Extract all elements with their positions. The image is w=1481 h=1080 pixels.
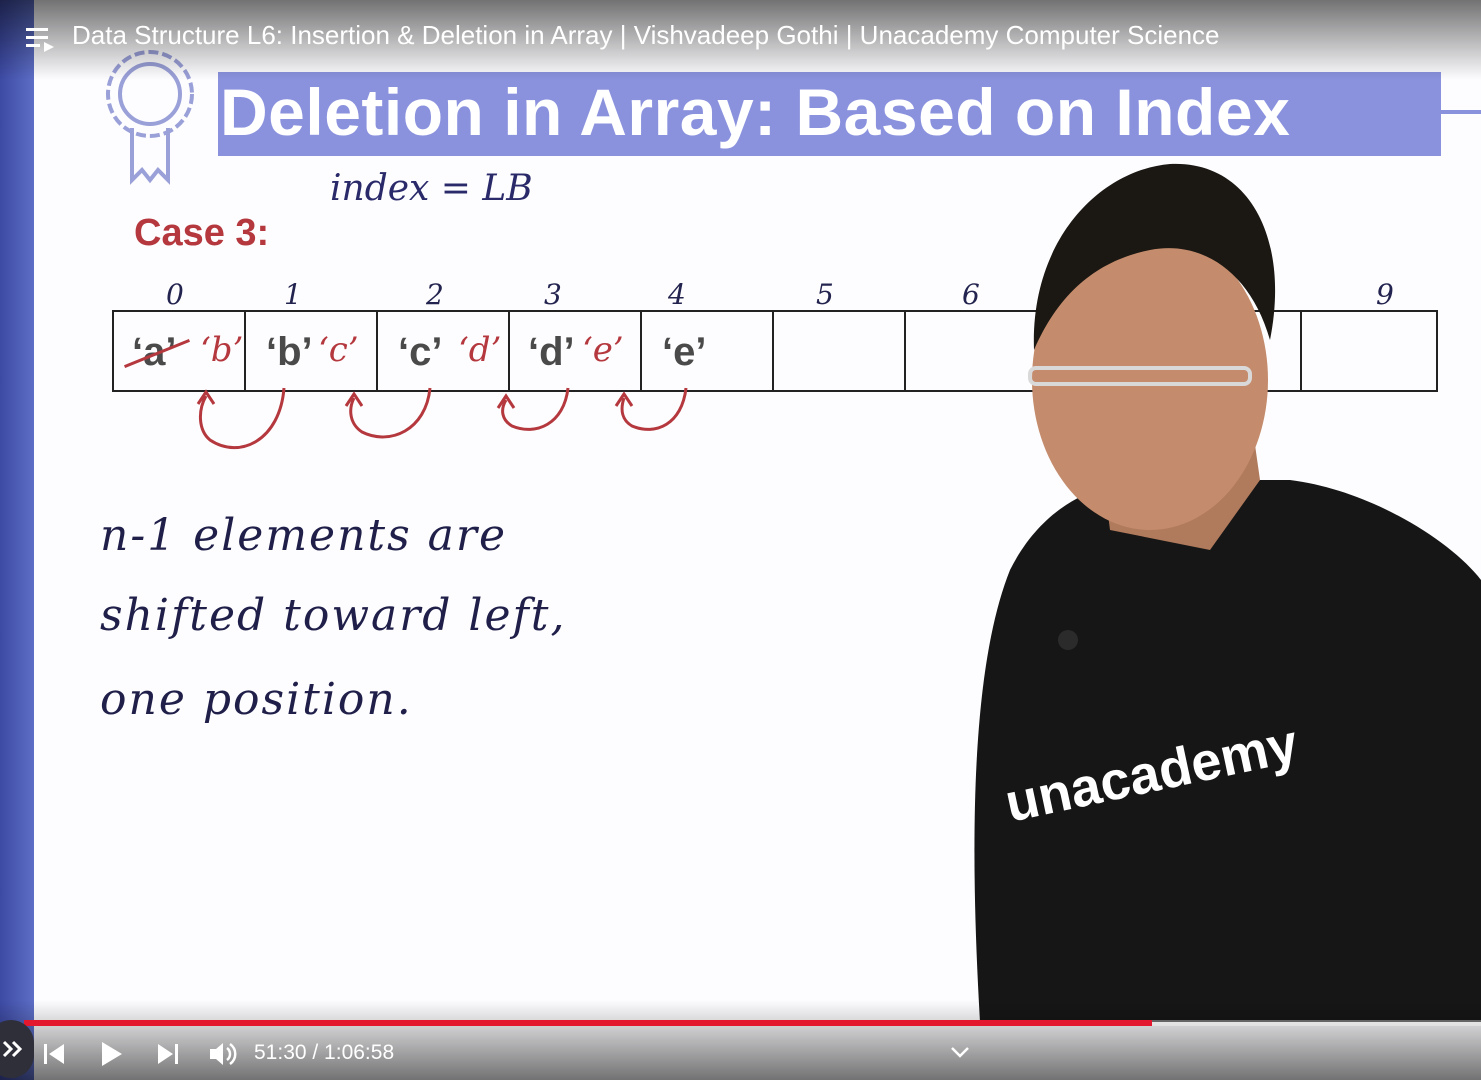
- cell-original-value: ‘e’: [662, 330, 707, 374]
- presenter-figure: unacademy: [974, 163, 1481, 1022]
- array-index: 2: [426, 278, 444, 311]
- note-line: one position.: [100, 674, 413, 725]
- array-index: 3: [544, 278, 562, 311]
- array-cell: ‘e’: [642, 312, 774, 390]
- shift-arrow: [349, 387, 432, 439]
- title-rule: [1441, 110, 1481, 114]
- array-cell: ‘a’ ‘b’: [114, 312, 246, 390]
- array-cell: ‘b’ ‘c’: [246, 312, 378, 390]
- cell-original-value: ‘d’: [528, 330, 575, 374]
- shift-arrow: [199, 387, 286, 450]
- slide-title-background: [218, 72, 1441, 156]
- array-index: 5: [816, 278, 834, 311]
- shift-arrow: [501, 387, 570, 431]
- case-label: Case 3:: [134, 212, 270, 254]
- shift-arrows: [196, 387, 688, 450]
- video-title[interactable]: Data Structure L6: Insertion & Deletion …: [72, 20, 1220, 50]
- progress-bar[interactable]: [24, 1020, 1481, 1026]
- array-cell: ‘d’ ‘e’: [510, 312, 642, 390]
- player-controls: [0, 1000, 1481, 1080]
- cell-shifted-value: ‘d’: [458, 330, 502, 370]
- array-cell: ‘c’ ‘d’: [378, 312, 510, 390]
- play-icon[interactable]: [92, 1036, 128, 1072]
- array-index: 1: [284, 278, 302, 311]
- array-index: 4: [668, 278, 686, 311]
- progress-bar-fill: [24, 1020, 1152, 1026]
- expand-sidebar-button[interactable]: [0, 1020, 34, 1078]
- chevron-double-right-icon: [2, 1040, 23, 1058]
- time-display: 51:30 / 1:06:58: [254, 1041, 395, 1064]
- playlist-menu-icon[interactable]: [26, 26, 56, 52]
- note-line: shifted toward left,: [100, 590, 567, 641]
- title-overlay: [0, 0, 1481, 80]
- cell-original-value: ‘c’: [398, 330, 443, 374]
- array-index: 0: [166, 278, 184, 311]
- array-index: 6: [962, 278, 980, 311]
- array-index: 9: [1376, 278, 1394, 311]
- array-cell-empty: [774, 312, 906, 390]
- cell-shifted-value: ‘e’: [582, 330, 624, 370]
- handwritten-index-note: index = LB: [330, 168, 533, 209]
- chevron-down-icon[interactable]: [942, 1034, 978, 1070]
- cell-shifted-value: ‘b’: [200, 330, 244, 370]
- cell-original-value: ‘b’: [266, 330, 313, 374]
- shift-arrow: [620, 387, 688, 431]
- volume-icon[interactable]: [204, 1036, 240, 1072]
- slide-title: Deletion in Array: Based on Index: [220, 75, 1291, 149]
- next-icon[interactable]: [150, 1036, 186, 1072]
- previous-icon[interactable]: [36, 1036, 72, 1072]
- array-diagram: ‘a’ ‘b’ ‘b’ ‘c’ ‘c’ ‘d’ ‘d’ ‘e’ ‘e’: [112, 310, 1438, 392]
- cell-shifted-value: ‘c’: [318, 330, 359, 370]
- note-line: n-1 elements are: [100, 510, 507, 561]
- array-cell-empty: [1170, 312, 1302, 390]
- slide-left-strip: [0, 0, 34, 1080]
